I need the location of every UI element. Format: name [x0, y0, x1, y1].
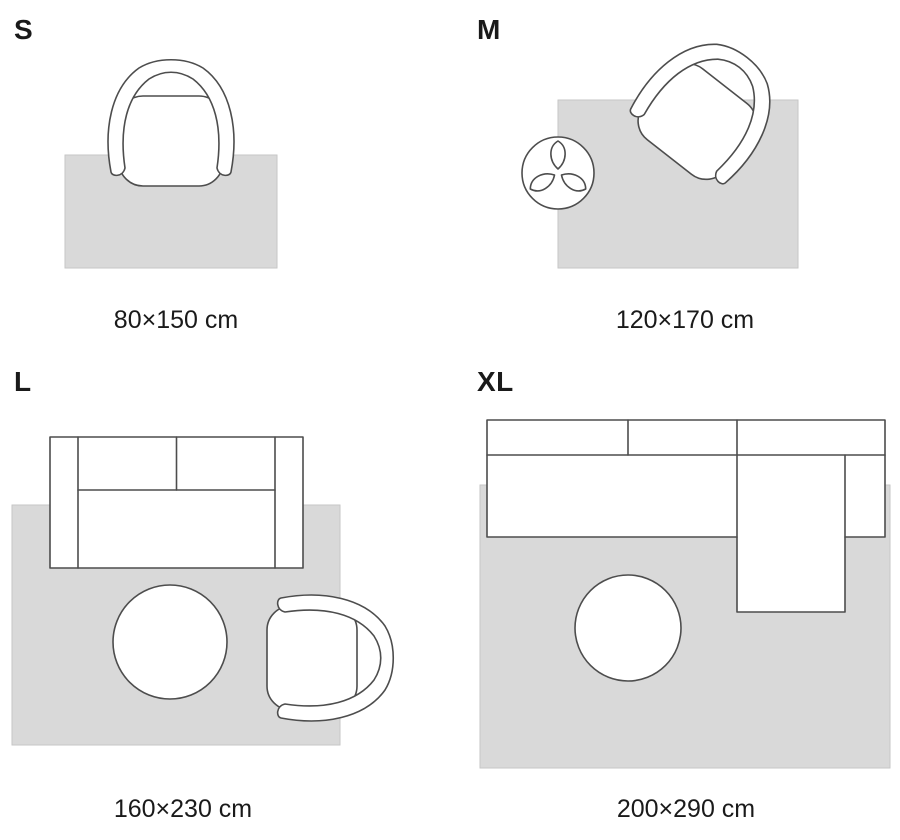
- coffee-table-icon: [112, 584, 228, 700]
- illustration-l: [11, 436, 395, 746]
- rug-s: [64, 154, 278, 269]
- size-label-m: M: [477, 14, 501, 45]
- sofa-icon: [49, 436, 304, 569]
- size-label-s: S: [14, 14, 34, 45]
- size-caption-s: 80×150 cm: [113, 306, 239, 334]
- illustration-s: [64, 58, 278, 269]
- size-label-l: L: [14, 366, 32, 397]
- illustration-m: [521, 17, 799, 269]
- size-caption-m: 120×170 cm: [615, 306, 755, 334]
- size-caption-xl: 200×290 cm: [616, 795, 756, 823]
- plant-icon: [521, 136, 595, 210]
- size-caption-l: 160×230 cm: [113, 795, 253, 823]
- sectional-sofa-icon: [486, 419, 886, 613]
- size-label-xl: XL: [477, 366, 514, 397]
- armchair-icon: [107, 58, 235, 187]
- armchair-icon: [266, 594, 395, 722]
- illustration-xl: [479, 419, 891, 769]
- coffee-table-icon: [574, 574, 682, 682]
